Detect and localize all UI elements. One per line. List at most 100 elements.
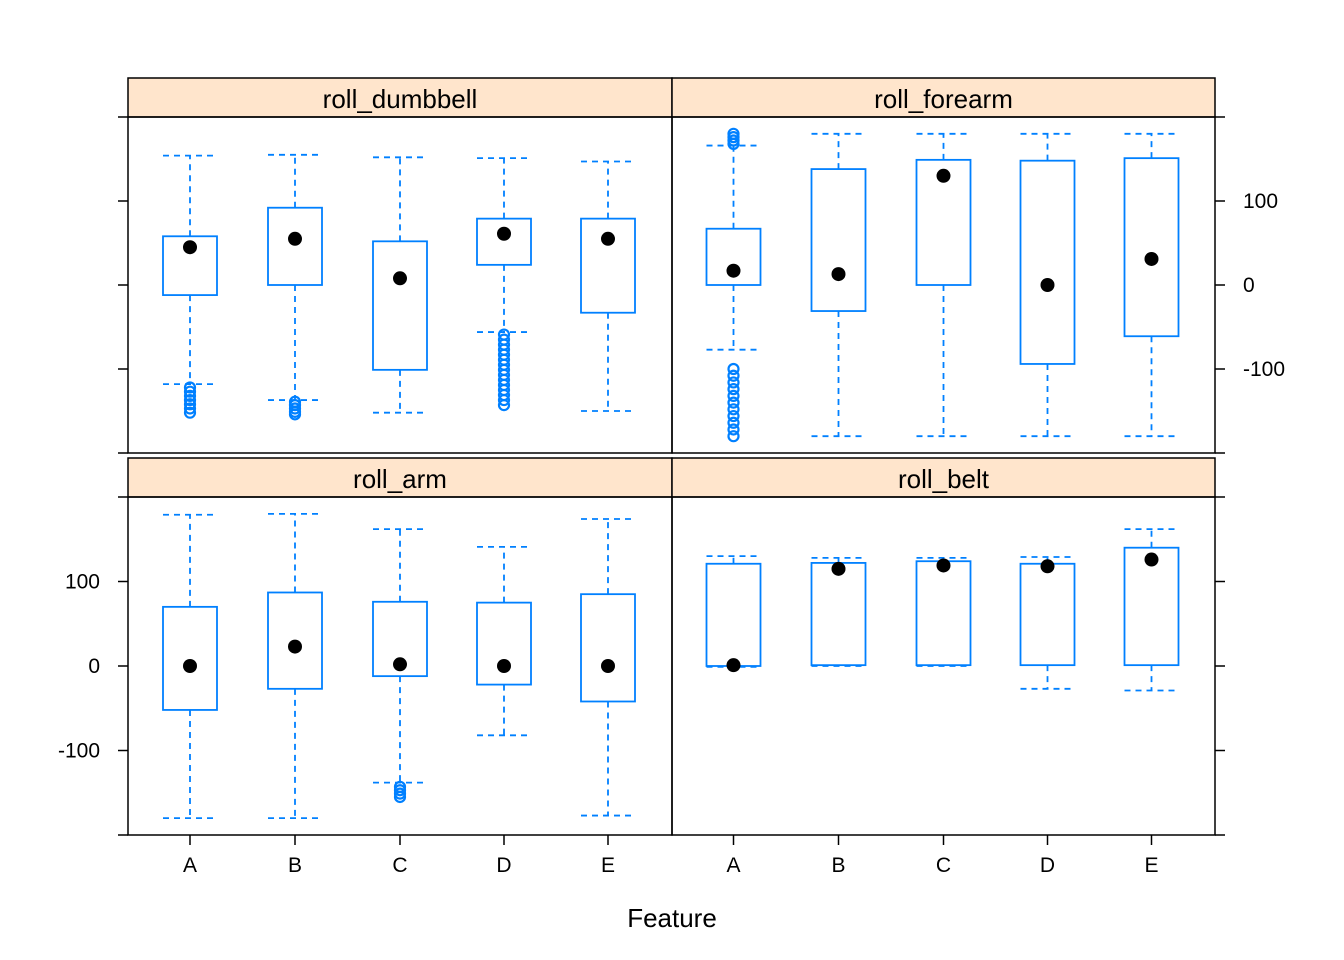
x-tick-label: C (936, 854, 951, 877)
box-d (1019, 556, 1076, 690)
box-b (810, 556, 867, 667)
y-tick-label: 0 (88, 655, 100, 678)
strip-background (671, 457, 1216, 498)
iqr-box (810, 562, 867, 667)
outlier-point (727, 409, 740, 423)
y-tick-label: 100 (65, 571, 100, 594)
outlier-point (183, 406, 197, 419)
x-tick-label: B (288, 854, 302, 877)
x-tick-label: B (831, 854, 845, 877)
box-e (1123, 528, 1180, 692)
outlier-point (727, 430, 740, 443)
median-dot (1144, 552, 1159, 567)
box-d (476, 157, 532, 412)
outlier-point (497, 399, 511, 412)
x-tick-label: A (726, 854, 740, 877)
iqr-box (915, 158, 972, 286)
iqr-box (476, 601, 532, 686)
box-b (810, 132, 867, 438)
median-dot (601, 659, 615, 673)
outlier-point (183, 398, 197, 411)
x-axis-label: Feature (627, 903, 717, 933)
box-c (372, 528, 428, 804)
outlier-point (727, 376, 740, 389)
outlier-point (183, 393, 197, 407)
outlier-point (727, 403, 740, 416)
box-a (162, 154, 218, 419)
strip-label: roll_belt (898, 464, 990, 494)
box-c (372, 156, 428, 414)
median-dot (497, 659, 511, 673)
iqr-box (580, 217, 636, 314)
box-c (915, 556, 972, 667)
iqr-box (372, 240, 428, 371)
iqr-box (1019, 562, 1076, 667)
outlier-point (183, 385, 197, 398)
box-e (1123, 132, 1180, 438)
iqr-box (705, 227, 762, 286)
outlier-point (727, 383, 740, 396)
box-c (915, 132, 972, 438)
strip-background (671, 77, 1216, 118)
median-dot (288, 231, 302, 246)
iqr-box (810, 168, 867, 312)
median-dot (726, 263, 741, 278)
iqr-box (915, 560, 972, 667)
outlier-point (183, 389, 197, 402)
outlier-point (183, 402, 197, 415)
outlier-point (727, 416, 740, 429)
median-dot (726, 658, 741, 673)
median-dot (831, 267, 846, 282)
outlier-point (183, 381, 197, 394)
outlier-point (727, 127, 740, 140)
iqr-box (705, 562, 762, 667)
panel-roll-forearm: roll_forearm (671, 77, 1216, 454)
iqr-box (267, 591, 323, 690)
y-tick-label: 100 (1243, 190, 1278, 213)
strip-background (127, 77, 673, 118)
iqr-box (267, 206, 323, 286)
panels-layer: roll_dumbbell roll_forearm roll_arm roll_be… (127, 77, 1216, 836)
y-tick-label: -100 (58, 740, 100, 763)
median-dot (288, 639, 302, 654)
median-dot (393, 657, 407, 672)
outlier-point (727, 369, 740, 382)
iqr-box (162, 605, 218, 711)
y-tick-label: 0 (1243, 274, 1255, 297)
iqr-box (476, 217, 532, 266)
outlier-point (393, 790, 407, 804)
box-d (476, 545, 532, 737)
strip-label: roll_forearm (874, 84, 1013, 114)
median-dot (393, 271, 407, 286)
iqr-box (1123, 546, 1180, 667)
box-e (580, 160, 636, 412)
box-b (267, 513, 323, 819)
median-dot (1144, 251, 1159, 266)
median-dot (936, 558, 951, 573)
iqr-box (162, 235, 218, 296)
box-b (267, 153, 323, 421)
x-tick-label: C (392, 854, 407, 877)
outlier-point (727, 362, 740, 376)
median-dot (183, 240, 197, 255)
box-a (705, 127, 762, 443)
panel-roll-belt: roll_belt (671, 457, 1216, 836)
median-dot (831, 561, 846, 576)
median-dot (601, 231, 615, 246)
box-a (162, 513, 218, 819)
strip-label: roll_arm (353, 464, 447, 494)
box-e (580, 518, 636, 817)
panel-roll-dumbbell: roll_dumbbell (127, 77, 673, 454)
iqr-box (372, 600, 428, 678)
panel-roll-arm: roll_arm (127, 457, 673, 836)
x-tick-label: E (601, 854, 615, 877)
outlier-point (497, 393, 511, 407)
outlier-point (727, 423, 740, 436)
median-dot (936, 168, 951, 183)
box-a (705, 555, 762, 673)
x-tick-label: D (1040, 854, 1055, 877)
box-d (1019, 132, 1076, 438)
iqr-box (580, 593, 636, 703)
